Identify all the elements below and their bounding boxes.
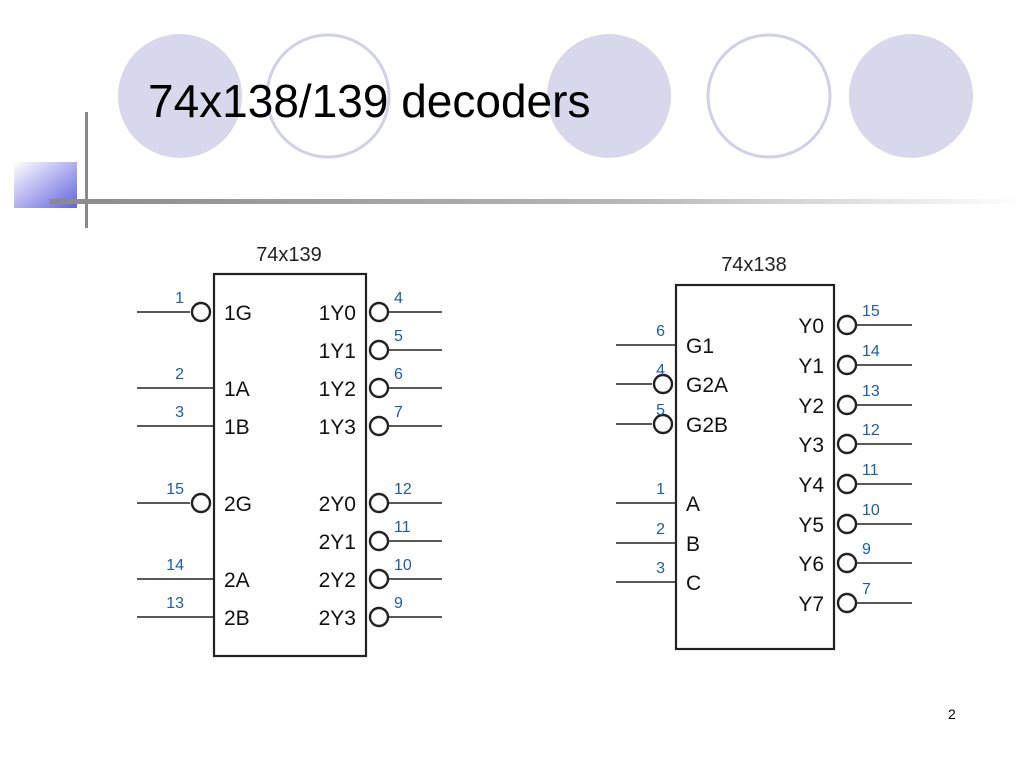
chip-74x139-pin-label-2y2: 2Y2 [319,569,356,592]
chip-74x138-pin-label-c: C [686,572,701,595]
chip-74x138-bubble-y5 [836,513,858,535]
deco-circle-3 [547,34,671,158]
chip-74x139-pin-number-1y1: 5 [394,328,403,345]
chip-74x138-pin-label-y4: Y4 [798,474,824,497]
chip-74x139-pin-number-1a: 2 [175,366,184,383]
chip-74x139-bubble-1y3 [368,415,390,437]
deco-circle-5 [849,34,973,158]
chip-74x139-pin-label-1y0: 1Y0 [319,302,356,325]
chip-74x138-pin-number-g2a: 4 [656,362,665,379]
chip-74x139-title: 74x139 [256,244,322,266]
chip-74x138-pin-label-y1: Y1 [798,355,824,378]
chip-74x139-bubble-1y1 [368,339,390,361]
chip-74x138-bubble-y7 [836,592,858,614]
slide-title: 74x138/139 decoders [148,75,591,127]
chip-74x139-bubble-1y2 [368,377,390,399]
chip-74x139-pin-label-1y2: 1Y2 [319,378,356,401]
chip-74x139-pin-number-1b: 3 [175,404,184,421]
chip-74x138-pin-number-y4: 11 [862,462,879,479]
chip-74x139-pin-label-2y3: 2Y3 [319,607,356,630]
chip-74x139-pin-number-2a: 14 [166,557,184,574]
chip-74x138-pin-number-b: 2 [656,521,665,538]
chip-74x139-pin-label-2a: 2A [224,569,250,592]
chip-74x139-pin-number-2y0: 12 [394,481,412,498]
chip-74x139-body [212,272,368,658]
chip-74x138-pin-number-y1: 14 [862,343,880,360]
slide-page-number: 2 [948,706,956,722]
chip-74x138-pin-number-y0: 15 [862,303,880,320]
chip-74x139-pin-number-2g: 15 [166,481,184,498]
chip-74x138-bubble-y3 [836,433,858,455]
chip-74x138-bubble-y1 [836,354,858,376]
chip-74x138-pin-number-y2: 13 [862,383,880,400]
deco-horizontal-rule [50,199,1024,204]
chip-74x138-pin-label-y6: Y6 [798,553,824,576]
chip-74x138-pin-number-y3: 12 [862,422,880,439]
chip-74x139-pin-number-1y2: 6 [394,366,403,383]
chip-74x138-pin-number-y6: 9 [862,541,871,558]
chip-74x138-pin-label-g2b: G2B [686,414,728,437]
chip-74x139-bubble-1y0 [368,301,390,323]
chip-74x138-bubble-y4 [836,473,858,495]
chip-74x138-title: 74x138 [721,254,787,276]
chip-74x139-bubble-2y0 [368,492,390,514]
chip-74x139-bubble-2y3 [368,606,390,628]
chip-74x139-pin-number-1y3: 7 [394,404,403,421]
chip-74x138-pin-label-g2a: G2A [686,374,728,397]
chip-74x138-pin-label-y7: Y7 [798,593,824,616]
chip-74x138-pin-label-g1: G1 [686,335,714,358]
deco-circle-4 [706,33,832,159]
chip-74x138-pin-label-b: B [686,533,700,556]
chip-74x139-pin-number-2b: 13 [166,595,184,612]
chip-74x139-bubble-2y1 [368,530,390,552]
chip-74x139-pin-number-2y1: 11 [394,519,411,536]
chip-74x139-pin-label-1a: 1A [224,378,250,401]
chip-74x138-bubble-y2 [836,394,858,416]
deco-circle-2 [265,33,391,159]
chip-74x139-bubble-1g [190,301,212,323]
chip-74x139-pin-label-1b: 1B [224,416,250,439]
chip-74x139: 74x139 1 1G 2 1A 3 1B 15 2G 14 2A 13 2B 4 1Y0 5 1Y1 6 1Y2… [137,244,442,658]
chip-74x138-pin-number-c: 3 [656,560,665,577]
chip-74x139-pin-label-2y1: 2Y1 [319,531,356,554]
chip-74x138-bubble-y0 [836,314,858,336]
deco-vertical-rule [85,112,88,228]
chip-74x138-pin-label-y0: Y0 [798,315,824,338]
chip-74x138-pin-number-a: 1 [656,481,665,498]
chip-74x138-bubble-g2b [652,413,674,435]
chip-74x139-pin-number-2y2: 10 [394,557,412,574]
chip-74x138-bubble-y6 [836,552,858,574]
chip-74x138-pin-number-y7: 7 [862,581,871,598]
chip-74x138-pin-number-y5: 10 [862,502,880,519]
chip-74x139-pin-label-2b: 2B [224,607,250,630]
chip-74x139-pin-number-2y3: 9 [394,595,403,612]
chip-74x139-pin-label-2y0: 2Y0 [319,493,356,516]
chip-74x139-pin-label-2g: 2G [224,493,252,516]
chip-74x138-bubble-g2a [652,373,674,395]
chip-74x138-pin-label-y5: Y5 [798,514,824,537]
chip-74x139-pin-label-1g: 1G [224,302,252,325]
chip-74x139-bubble-2y2 [368,568,390,590]
chip-74x138-pin-label-y3: Y3 [798,434,824,457]
chip-74x138-pin-label-y2: Y2 [798,395,824,418]
deco-circle-1 [118,34,242,158]
chip-74x138-pin-number-g1: 6 [656,323,665,340]
chip-74x139-pin-label-1y1: 1Y1 [319,340,356,363]
chip-74x138-pin-label-a: A [686,493,700,516]
chip-74x139-bubble-2g [190,492,212,514]
chip-74x138-pin-number-g2b: 5 [656,402,665,419]
chip-74x139-pin-number-1g: 1 [175,290,184,307]
chip-74x138-body [674,283,836,651]
chip-74x139-pin-number-1y0: 4 [394,290,403,307]
chip-74x139-pin-label-1y3: 1Y3 [319,416,356,439]
